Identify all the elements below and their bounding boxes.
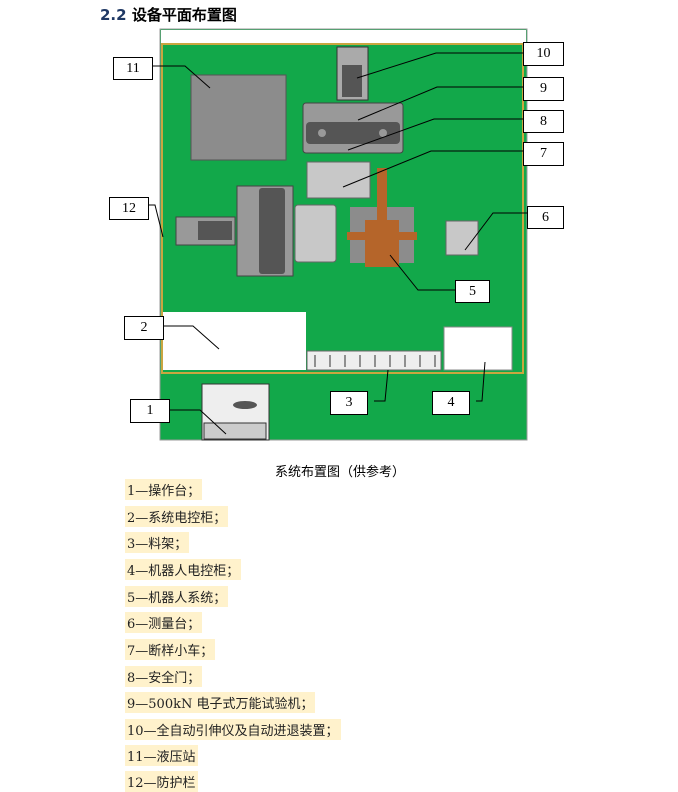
legend-item: 12—防护栏 (125, 771, 198, 792)
legend-item: 6—测量台； (125, 612, 203, 633)
legend-item: 2—系统电控柜； (125, 506, 229, 527)
layout-diagram (149, 28, 528, 441)
callout-9: 9 (523, 77, 564, 101)
figure-caption: 系统布置图（供参考） (275, 465, 406, 480)
callout-2: 2 (124, 316, 164, 340)
callout-10: 10 (523, 42, 564, 66)
section-number: 2.2 (100, 6, 127, 24)
measuring-table (445, 220, 479, 256)
fence (161, 43, 524, 374)
section-heading: 2.2 设备平面布置图 (100, 4, 237, 25)
callout-1: 1 (130, 399, 170, 423)
legend-item: 9—500kN 电子式万能试验机； (125, 692, 316, 713)
legend-item: 3—料架； (125, 532, 190, 553)
top-strip (161, 30, 526, 43)
legend-item: 4—机器人电控柜； (125, 559, 242, 580)
robot-cabinet (443, 326, 513, 371)
material-rack (306, 350, 442, 371)
callout-6: 6 (527, 206, 564, 229)
callout-11: 11 (113, 57, 153, 80)
legend-item: 7—断样小车； (125, 639, 216, 660)
legend-item: 8—安全门； (125, 666, 203, 687)
hydraulic-station (190, 74, 287, 161)
legend-item: 11—液压站 (125, 745, 198, 766)
callout-12: 12 (109, 197, 149, 220)
callout-7: 7 (523, 142, 564, 166)
section-title: 设备平面布置图 (131, 6, 237, 24)
callout-5: 5 (455, 280, 490, 303)
system-cabinet (163, 312, 306, 370)
legend-item: 5—机器人系统； (125, 586, 229, 607)
callout-4: 4 (432, 391, 470, 415)
callout-8: 8 (523, 110, 564, 133)
legend-item: 1—操作台； (125, 479, 203, 500)
cabinet (294, 204, 337, 263)
legend-item: 10—全自动引伸仪及自动进退装置； (125, 719, 341, 740)
callout-3: 3 (330, 391, 368, 415)
